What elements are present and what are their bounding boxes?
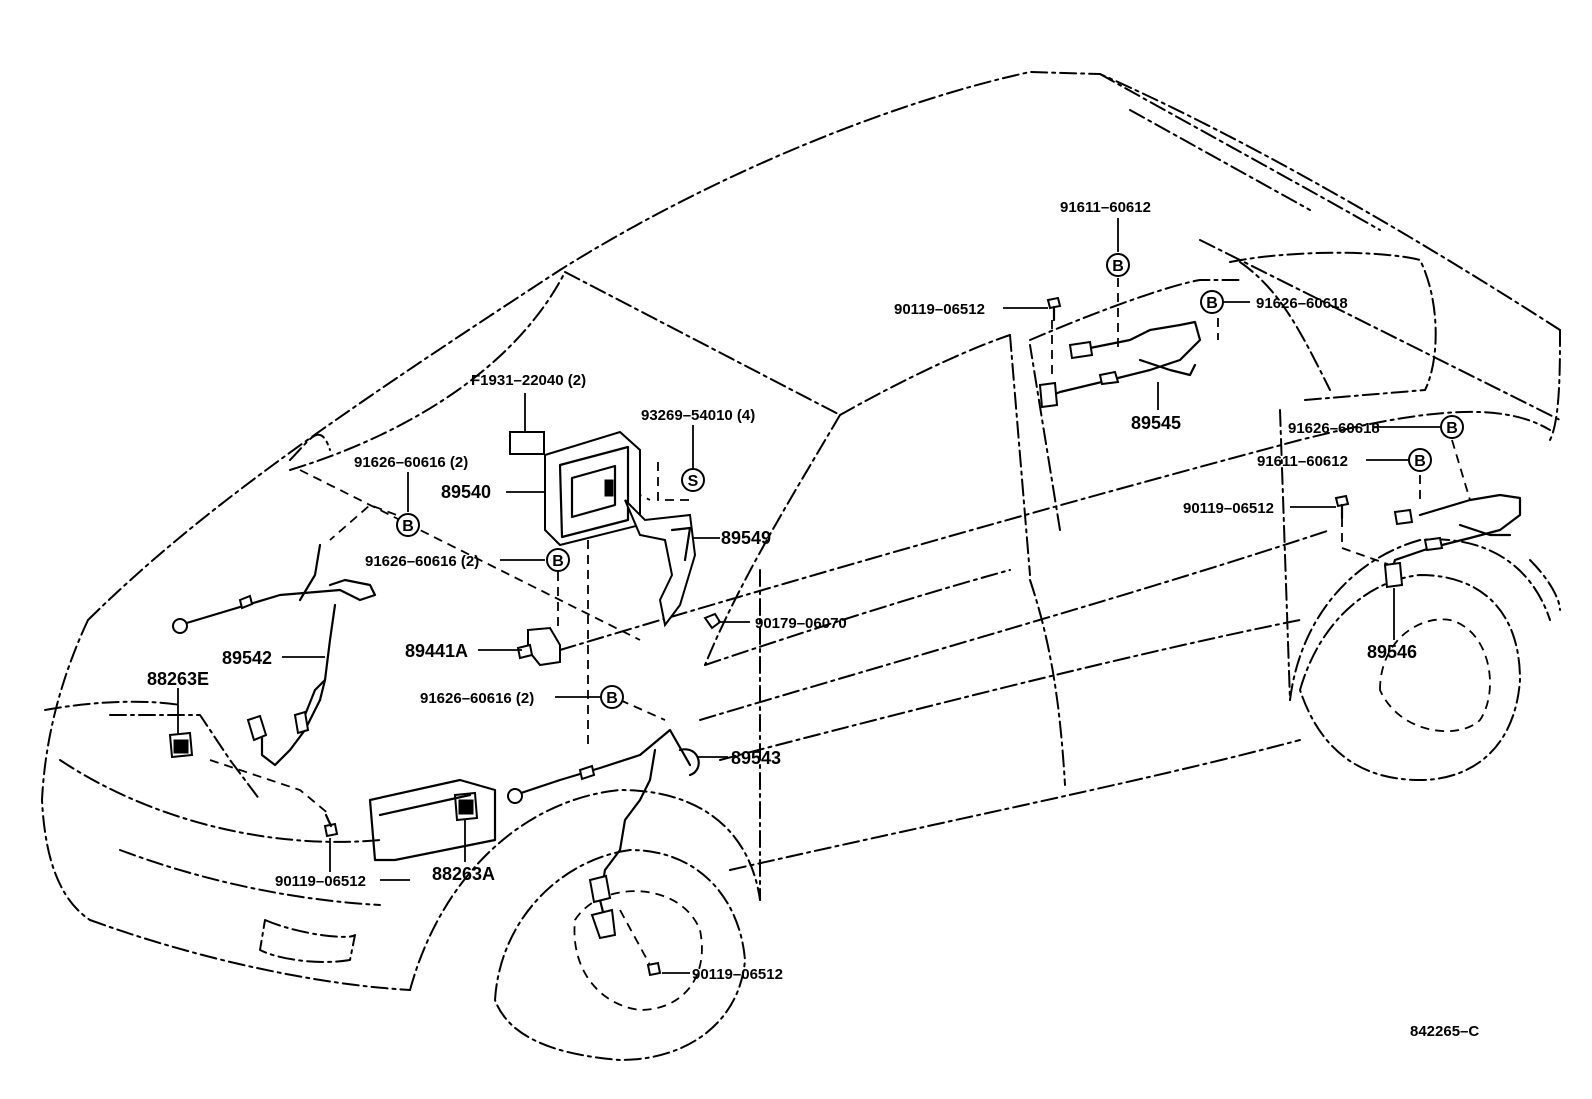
svg-text:B: B: [402, 518, 414, 535]
reference-code: 842265–C: [1410, 1023, 1479, 1040]
label-91611-r: 91611–60612: [1257, 453, 1348, 470]
label-leaders: [177, 218, 1440, 974]
part-relay-88263a: [453, 791, 479, 822]
part-harness-89543: [507, 728, 700, 940]
svg-text:B: B: [1112, 258, 1124, 275]
label-93269: 93269–54010 (4): [641, 407, 755, 424]
part-nut-90179: [703, 612, 722, 630]
label-91626-b: 91626–60616 (2): [365, 553, 479, 570]
label-89549: 89549: [721, 528, 771, 548]
label-91626-618-r: 91626–60618: [1288, 420, 1380, 437]
svg-text:B: B: [1414, 453, 1426, 470]
label-91626-a: 91626–60616 (2): [354, 454, 468, 471]
mark-b-ecu: B: [546, 548, 570, 572]
label-88263a: 88263A: [432, 864, 495, 884]
label-89542: 89542: [222, 648, 272, 668]
part-labels: F1931–22040 (2) 93269–54010 (4) 91626–60…: [147, 199, 1479, 1040]
label-90179: 90179–06070: [755, 615, 847, 632]
label-90119-rr: 90119–06512: [894, 301, 985, 318]
label-90119-front: 90119–06512: [275, 873, 366, 890]
vehicle-outline: [41, 71, 1561, 1061]
label-91626-618-top: 91626–60618: [1256, 295, 1348, 312]
mark-b-front: B: [600, 685, 624, 709]
mark-b-rl-mid: B: [1408, 448, 1432, 472]
mark-b-rr-side: B: [1200, 290, 1224, 314]
svg-text:B: B: [1206, 295, 1218, 312]
part-sensor-89546: [1383, 493, 1522, 589]
part-ecu-89540: [544, 430, 641, 547]
mark-b-hood: B: [396, 513, 420, 537]
label-f1931: F1931–22040 (2): [471, 372, 586, 389]
svg-text:B: B: [1446, 420, 1458, 437]
part-harness-89542: [172, 543, 377, 767]
label-90119-wheel: 90119–06512: [692, 966, 783, 983]
part-sensor-89545: [1038, 320, 1202, 409]
label-89545: 89545: [1131, 413, 1181, 433]
label-91626-c: 91626–60616 (2): [420, 690, 534, 707]
bolts: [323, 296, 1350, 977]
part-sensor-89441a: [516, 626, 561, 667]
svg-text:B: B: [552, 553, 564, 570]
label-89441a: 89441A: [405, 641, 468, 661]
mark-b-rl-top: B: [1440, 415, 1464, 439]
label-89543: 89543: [731, 748, 781, 768]
label-90119-rl: 90119–06512: [1183, 500, 1274, 517]
part-bracket-89549: [624, 499, 697, 628]
svg-text:B: B: [606, 690, 618, 707]
part-battery-box: [368, 778, 497, 862]
label-89540: 89540: [441, 482, 491, 502]
label-91611-top: 91611–60612: [1060, 199, 1151, 216]
svg-text:S: S: [688, 473, 699, 490]
part-relay-88263e: [168, 731, 194, 759]
mark-s-bracket: S: [681, 468, 705, 492]
label-88263e: 88263E: [147, 669, 209, 689]
label-89546: 89546: [1367, 642, 1417, 662]
mark-b-rr-top: B: [1106, 253, 1130, 277]
part-label-f1931: [509, 431, 545, 455]
